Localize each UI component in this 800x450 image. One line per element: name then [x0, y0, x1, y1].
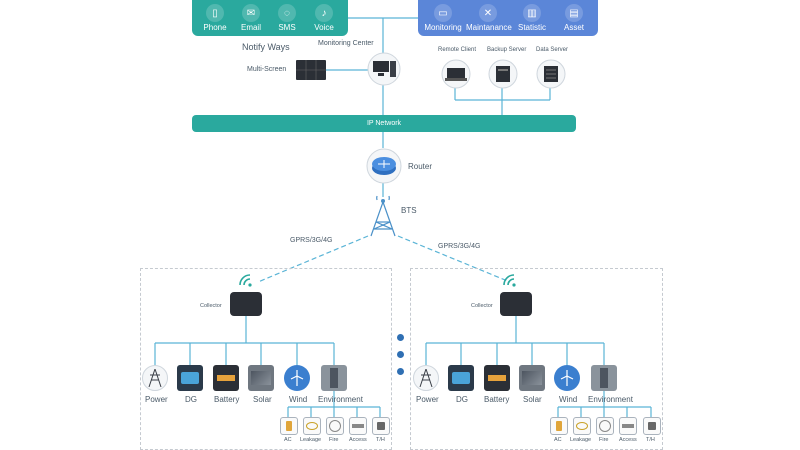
environment-icon	[321, 365, 347, 391]
monitoring-center-icon	[367, 52, 401, 86]
collector-label: Collector	[200, 303, 222, 309]
data-server-icon	[536, 59, 566, 89]
battery-icon	[213, 365, 239, 391]
notify-item-phone[interactable]: ▯ Phone	[198, 0, 232, 36]
notify-panel: ▯ Phone ✉ Email ◌ SMS ♪ Voice	[192, 0, 348, 36]
sensor-label-ac: AC	[554, 437, 562, 443]
notify-title: Notify Ways	[242, 42, 290, 52]
ac-sensor-icon	[280, 417, 298, 435]
battery-icon	[484, 365, 510, 391]
device-label-battery: Battery	[484, 395, 510, 404]
monitoring-icon: ▭	[434, 4, 452, 22]
function-item-asset[interactable]: ▤ Asset	[554, 0, 594, 36]
device-label-solar: Solar	[523, 395, 542, 404]
leakage-sensor-icon	[303, 417, 321, 435]
multi-screen-icon	[296, 60, 326, 80]
more-sites-dot	[397, 334, 404, 341]
router-label: Router	[408, 162, 433, 171]
wind-icon	[284, 365, 310, 391]
collector-icon	[500, 292, 532, 316]
solar-icon	[248, 365, 274, 391]
statistic-icon: ▥	[523, 4, 541, 22]
collector-label: Collector	[471, 303, 493, 309]
more-sites-dot	[397, 351, 404, 358]
sensor-label-access: Access	[349, 437, 367, 443]
power-icon	[142, 365, 168, 391]
device-label-environment: Environment	[588, 395, 633, 404]
voice-icon: ♪	[315, 4, 333, 22]
device-label-battery: Battery	[214, 395, 240, 404]
wifi-signal-icon	[503, 274, 516, 287]
function-panel: ▭ Monitoring ✕ Maintanance ▥ Statistic ▤…	[418, 0, 598, 36]
device-label-wind: Wind	[559, 395, 578, 404]
backup-server-label: Backup Server	[487, 47, 527, 53]
sensor-label-fire: Fire	[599, 437, 609, 443]
access-sensor-icon	[349, 417, 367, 435]
sensor-label-fire: Fire	[329, 437, 339, 443]
sensor-label-th: T/H	[376, 437, 385, 443]
fire-sensor-icon	[326, 417, 344, 435]
th-sensor-icon	[372, 417, 390, 435]
device-label-power: Power	[416, 395, 439, 404]
notify-item-voice[interactable]: ♪ Voice	[306, 0, 342, 36]
asset-icon: ▤	[565, 4, 583, 22]
function-item-statistic[interactable]: ▥ Statistic	[512, 0, 552, 36]
dg-icon	[448, 365, 474, 391]
email-icon: ✉	[242, 4, 260, 22]
th-sensor-icon	[643, 417, 661, 435]
device-label-power: Power	[145, 395, 168, 404]
sensor-label-leakage: Leakage	[300, 437, 322, 443]
wind-icon	[554, 365, 580, 391]
link-label-left: GPRS/3G/4G	[290, 237, 333, 244]
remote-client-icon	[441, 59, 471, 89]
dg-icon	[177, 365, 203, 391]
maintenance-icon: ✕	[479, 4, 497, 22]
bts-tower-icon	[370, 195, 396, 237]
more-sites-dot	[397, 368, 404, 375]
ac-sensor-icon	[550, 417, 568, 435]
sensor-label-ac: AC	[284, 437, 292, 443]
power-icon	[413, 365, 439, 391]
wifi-signal-icon	[239, 274, 252, 287]
device-label-solar: Solar	[253, 395, 272, 404]
data-server-label: Data Server	[536, 47, 569, 53]
ip-network-bar: IP Network	[192, 115, 576, 132]
link-label-right: GPRS/3G/4G	[438, 243, 481, 250]
device-label-dg: DG	[456, 395, 468, 404]
sensor-label-th: T/H	[646, 437, 655, 443]
remote-client-label: Remote Client	[438, 47, 477, 53]
multi-screen-label: Multi-Screen	[247, 66, 287, 73]
function-item-monitoring[interactable]: ▭ Monitoring	[422, 0, 464, 36]
access-sensor-icon	[619, 417, 637, 435]
device-label-dg: DG	[185, 395, 197, 404]
sensor-label-access: Access	[619, 437, 637, 443]
notify-item-sms[interactable]: ◌ SMS	[270, 0, 304, 36]
collector-icon	[230, 292, 262, 316]
solar-icon	[519, 365, 545, 391]
monitoring-center-label: Monitoring Center	[318, 40, 374, 47]
environment-icon	[591, 365, 617, 391]
notify-item-email[interactable]: ✉ Email	[234, 0, 268, 36]
router-icon	[366, 148, 402, 184]
function-item-maintenance[interactable]: ✕ Maintanance	[466, 0, 512, 36]
device-label-environment: Environment	[318, 395, 363, 404]
device-label-wind: Wind	[289, 395, 308, 404]
leakage-sensor-icon	[573, 417, 591, 435]
fire-sensor-icon	[596, 417, 614, 435]
backup-server-icon	[488, 59, 518, 89]
phone-icon: ▯	[206, 4, 224, 22]
sensor-label-leakage: Leakage	[570, 437, 592, 443]
sms-icon: ◌	[278, 4, 296, 22]
bts-label: BTS	[401, 206, 417, 215]
